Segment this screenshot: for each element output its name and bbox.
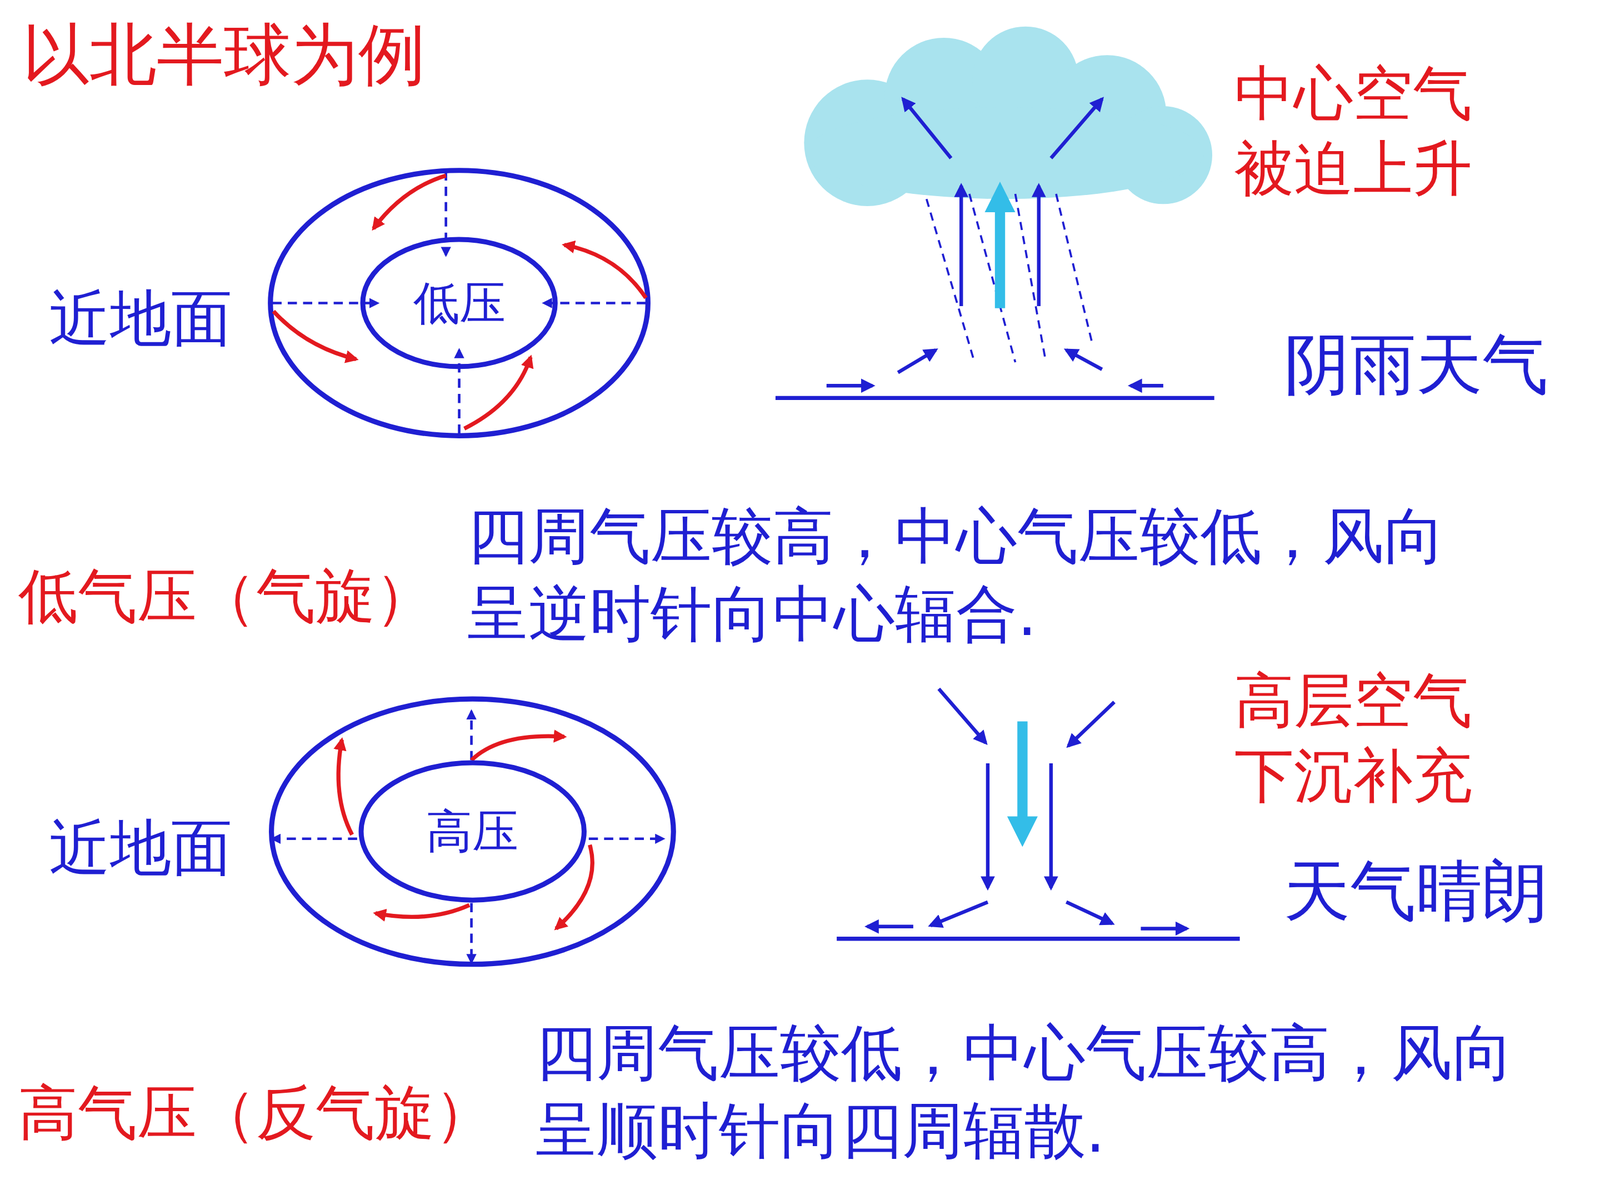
pressure-center: 高压 bbox=[358, 760, 587, 903]
pressure-center: 低压 bbox=[360, 236, 558, 370]
high-pressure-plan bbox=[271, 698, 674, 965]
pressure-label: 低压 bbox=[413, 275, 506, 331]
outer-isobar bbox=[271, 698, 674, 965]
pressure-label: 高压 bbox=[426, 803, 519, 859]
process-note: 高层空气 下沉补充 bbox=[1234, 663, 1495, 814]
weather-label: 天气晴朗 bbox=[1283, 851, 1549, 931]
low-pressure-plan bbox=[270, 170, 649, 437]
sinking-air-section bbox=[836, 688, 1240, 939]
process-note: 中心空气 被迫上升 bbox=[1234, 56, 1495, 207]
system-name: 低气压（气旋） bbox=[18, 561, 435, 633]
rising-air-section bbox=[775, 26, 1215, 399]
weather-label: 阴雨天气 bbox=[1283, 324, 1549, 404]
outer-isobar bbox=[270, 170, 649, 437]
level-label: 近地面 bbox=[48, 811, 233, 885]
description: 四周气压较高，中心气压较低，风向 呈逆时针向中心辐合. bbox=[467, 497, 1484, 654]
cloud bbox=[803, 26, 1213, 207]
system-name: 高气压（反气旋） bbox=[18, 1077, 494, 1149]
title: 以北半球为例 bbox=[22, 14, 426, 95]
level-label: 近地面 bbox=[48, 281, 233, 355]
description: 四周气压较低，中心气压较高，风向 呈顺时针向四周辐散. bbox=[535, 1014, 1552, 1170]
